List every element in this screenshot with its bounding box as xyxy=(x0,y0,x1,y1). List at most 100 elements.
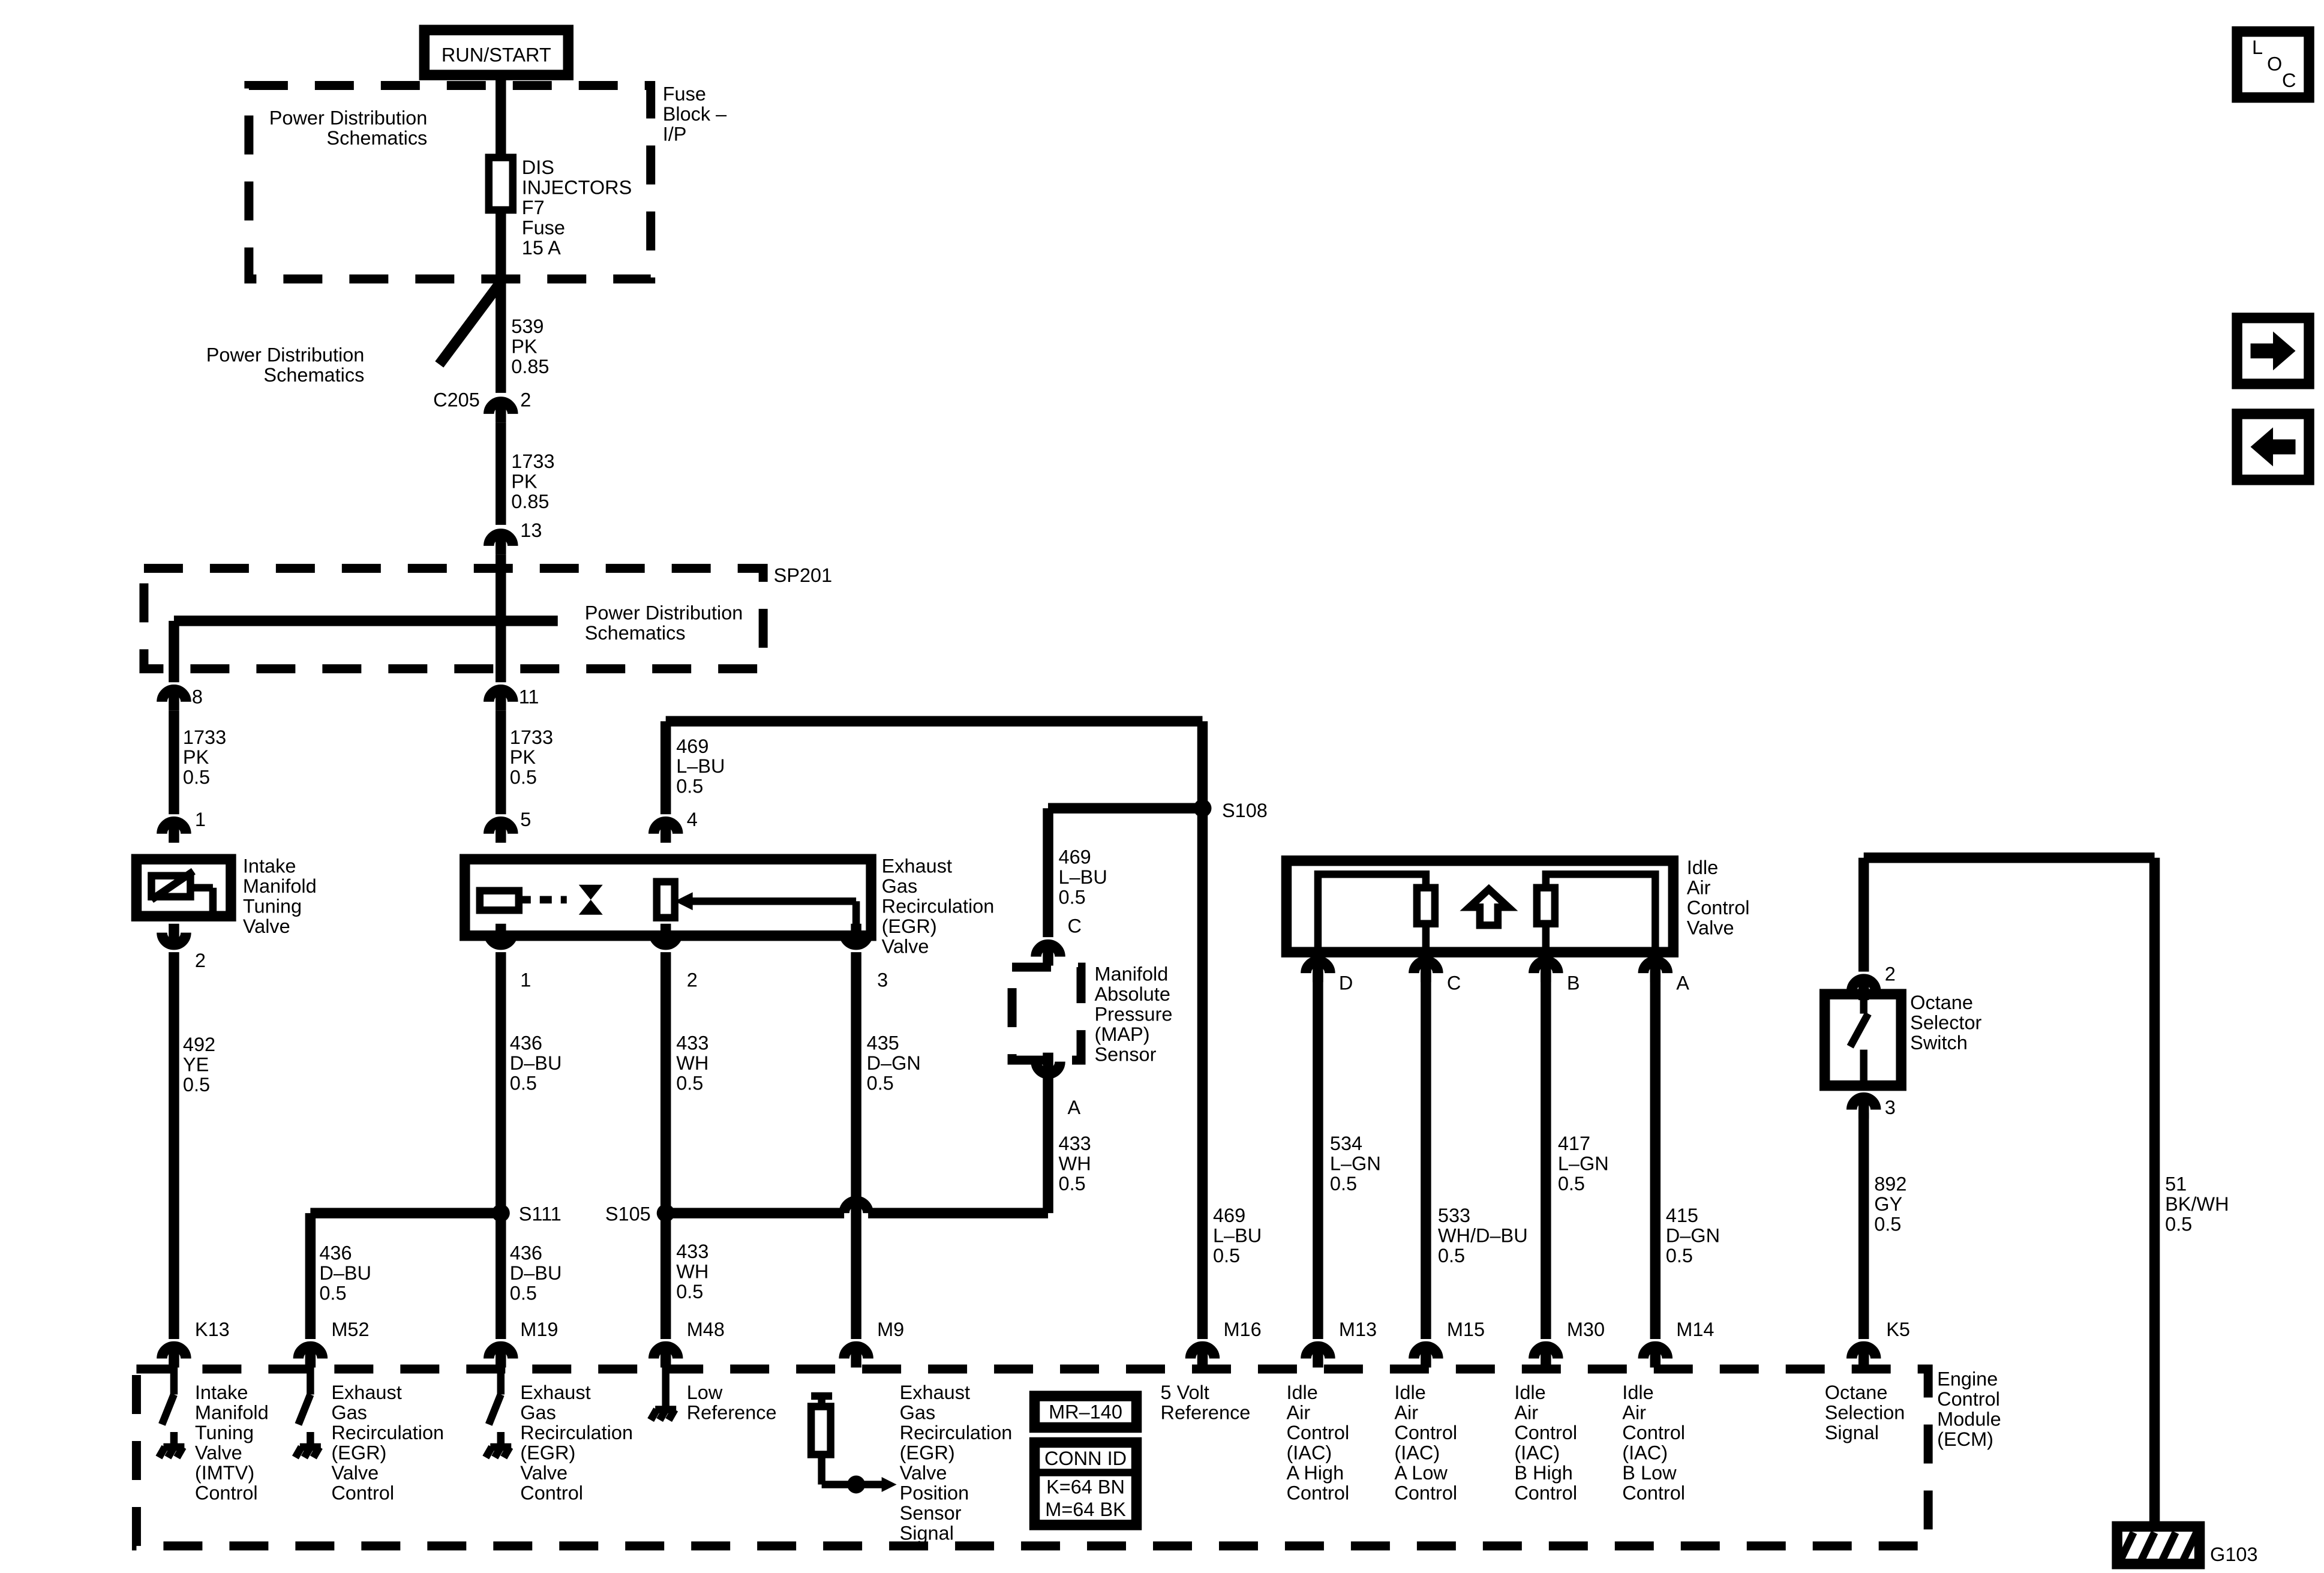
up-arrow-icon xyxy=(1460,884,1518,929)
octane-pin2: 2 xyxy=(1885,963,1896,985)
egr-pin1: 1 xyxy=(520,969,531,991)
ecm-connector-m48 xyxy=(648,1341,683,1368)
nav-next-button[interactable] xyxy=(2232,313,2314,389)
iac-pin-b: B xyxy=(1567,972,1580,994)
ecm-ground-symbols xyxy=(155,1367,678,1460)
ecm-pin-m48: M48 xyxy=(687,1319,725,1340)
c205-label: C205 xyxy=(433,389,480,410)
loc-icon-c: C xyxy=(2282,70,2296,91)
egr-pin3: 3 xyxy=(877,969,888,991)
connectors xyxy=(157,397,1881,1368)
connector-egr-5 xyxy=(484,816,518,843)
egr-sensor-output-dot xyxy=(847,1475,866,1494)
connector-egr-2 xyxy=(648,923,683,950)
conn-id-box xyxy=(1029,1437,1142,1530)
ecm-connector-m19 xyxy=(484,1341,518,1368)
ecm-egr-resistor xyxy=(807,1403,834,1458)
right-arrow-icon xyxy=(2250,331,2296,371)
splice-dot-sp201 xyxy=(496,616,506,626)
connector-iac-c xyxy=(1409,956,1443,983)
map-pinA: A xyxy=(1068,1097,1081,1118)
ecm-driver-switch-1 xyxy=(292,1367,323,1460)
ecm-connector-m14 xyxy=(1638,1341,1673,1368)
left-arrow-icon xyxy=(2250,427,2296,467)
top-pin13: 13 xyxy=(520,520,542,541)
conn-m-label: M=64 BK xyxy=(1045,1499,1126,1520)
map-sensor-box xyxy=(1007,962,1086,1065)
nav-loc-button[interactable] xyxy=(2232,26,2314,103)
imtv-valve-box xyxy=(131,854,236,921)
ecm-pin-m15: M15 xyxy=(1447,1319,1485,1340)
ecm-driver-switch-0 xyxy=(155,1367,187,1460)
connector-octane-2 xyxy=(1846,974,1881,1001)
top-c205-pin: 2 xyxy=(520,389,531,410)
ecm-pin-m30: M30 xyxy=(1567,1319,1605,1340)
ecm-connector-m15 xyxy=(1409,1341,1443,1368)
ecm-connector-k5 xyxy=(1846,1341,1881,1368)
s108-label: S108 xyxy=(1222,800,1268,821)
iac-pin-c: C xyxy=(1447,972,1461,994)
map-pinC: C xyxy=(1068,915,1082,937)
ecm-pin-k5: K5 xyxy=(1886,1319,1910,1340)
loc-icon-o: O xyxy=(2267,53,2282,75)
ecm-pin-m19: M19 xyxy=(520,1319,558,1340)
mr-140-box xyxy=(1029,1391,1142,1433)
fuse-block-box xyxy=(244,81,656,284)
ecm-pin-k13: K13 xyxy=(195,1319,230,1340)
fuse-symbol xyxy=(485,154,517,214)
connector-imtv-1 xyxy=(157,816,191,843)
g103-ground-symbol xyxy=(2112,1521,2205,1569)
connector-egr-1 xyxy=(484,923,518,950)
nav-prev-button[interactable] xyxy=(2232,409,2314,485)
ecm-connector-m16 xyxy=(1185,1341,1220,1368)
conn-id-label: CONN ID xyxy=(1044,1448,1127,1469)
splices xyxy=(491,126,1212,1494)
mr-140-label: MR–140 xyxy=(1049,1401,1122,1422)
egr-position-resistor xyxy=(653,878,678,921)
egr-pin2: 2 xyxy=(687,969,698,991)
connector-egr-3 xyxy=(839,923,873,950)
loc-icon-l: L xyxy=(2252,37,2263,58)
connector-8 xyxy=(157,685,191,711)
g103-label: G103 xyxy=(2210,1544,2257,1565)
connector-iac-b xyxy=(1529,956,1563,983)
iac-pin-a: A xyxy=(1676,972,1689,994)
ecm-connector-k13 xyxy=(157,1341,191,1368)
imtv-pin1: 1 xyxy=(195,809,206,830)
imtv-pin2: 2 xyxy=(195,950,206,971)
conn-k-label: K=64 BN xyxy=(1046,1476,1125,1497)
egr-pin5: 5 xyxy=(520,809,531,830)
